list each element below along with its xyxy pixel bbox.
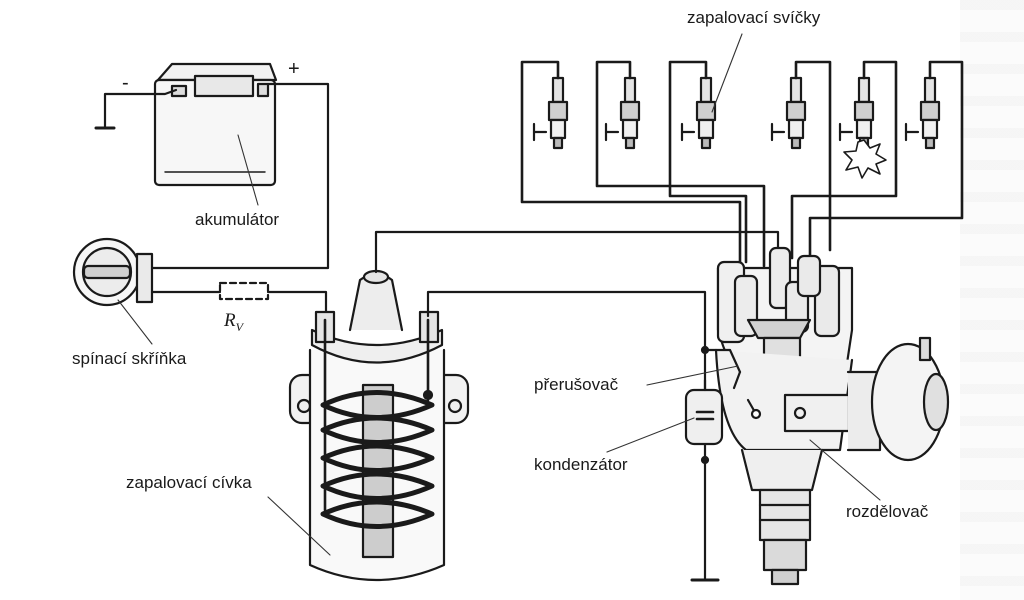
label-spark-plugs: zapalovací svíčky (687, 8, 821, 27)
label-capacitor: kondenzátor (534, 455, 628, 474)
coil-to-distributor-ht (374, 230, 780, 274)
spark-plug-4 (770, 76, 807, 150)
label-resistor: RV (224, 310, 243, 335)
spark-plug-3 (680, 76, 717, 150)
distributor (700, 246, 950, 586)
battery (94, 62, 330, 270)
resistor-subscript: V (235, 319, 243, 334)
battery-negative-sign: - (122, 72, 129, 94)
capacitor (684, 378, 724, 465)
label-distributor: rozdělovač (846, 502, 929, 521)
battery-positive-sign: + (288, 58, 300, 80)
resistor-symbol: R (224, 310, 236, 331)
label-battery: akumulátor (195, 210, 280, 229)
resistor-rv (218, 281, 270, 301)
spark-plug-1 (532, 76, 569, 150)
label-ignition-coil: zapalovací cívka (126, 473, 252, 492)
ignition-switch (72, 237, 328, 318)
spark-plug-5 (838, 76, 875, 150)
spark-plug-6 (904, 76, 941, 150)
page-edge-shadow (960, 0, 1024, 600)
spark-plug-2 (604, 76, 641, 150)
leader-lines (117, 33, 881, 556)
label-ignition-switch: spínací skříňka (72, 349, 187, 368)
spark-flash-icon (843, 139, 887, 179)
plug-leads (520, 60, 964, 272)
label-breaker: přerušovač (534, 375, 619, 394)
ignition-coil (288, 269, 470, 582)
coil-to-breaker-wire (426, 290, 707, 582)
